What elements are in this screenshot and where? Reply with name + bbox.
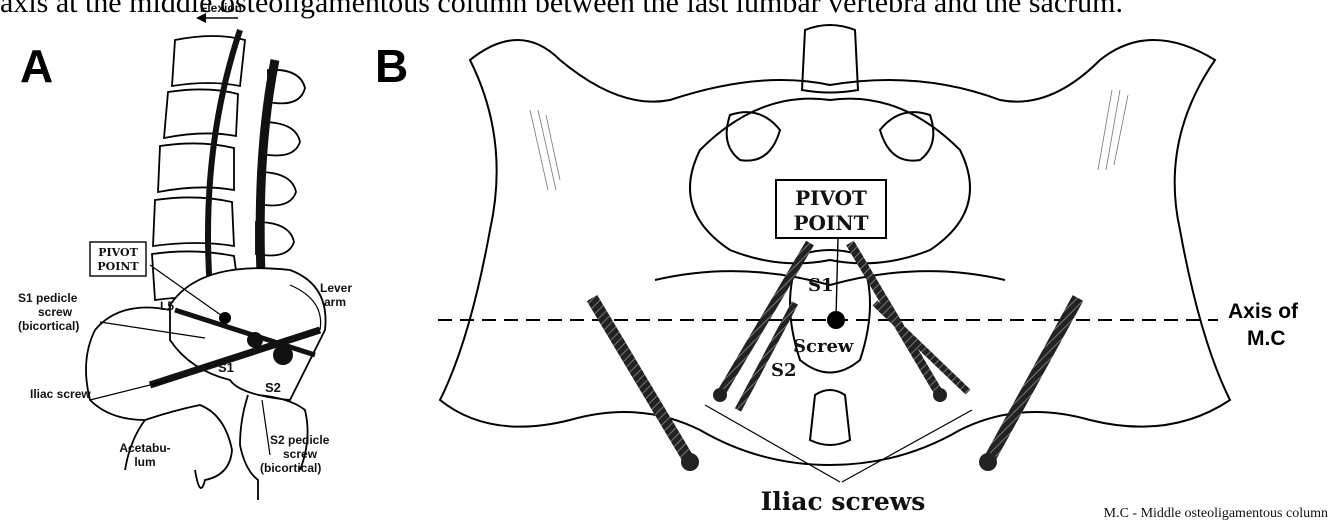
pivot-b-line1: PIVOT	[795, 186, 867, 210]
s2-pedicle-line3: (bicortical)	[260, 461, 321, 475]
pelvis-hatching	[530, 90, 1128, 190]
l5-label: L5	[160, 299, 174, 313]
iliac-screw-right	[979, 298, 1078, 471]
panel-a: A Flexion	[18, 1, 352, 500]
s1-label-a: S1	[218, 360, 234, 375]
acetabulum-line2: lum	[134, 455, 155, 469]
iliac-screw-label: Iliac screw	[30, 387, 91, 401]
acetabulum-line1: Acetabu-	[119, 441, 170, 455]
flexion-label: Flexion	[200, 1, 242, 15]
pivot-b-line2: POINT	[794, 211, 869, 235]
screw-head	[273, 345, 293, 365]
iliac-screw-left	[592, 298, 699, 471]
lever-line1: Lever	[320, 281, 352, 295]
s1-pedicle-line1: S1 pedicle	[18, 291, 78, 305]
iliac-screws-label: Iliac screws	[761, 487, 926, 516]
s1-pedicle-line2: screw	[38, 305, 73, 319]
pivot-a-line1: PIVOT	[98, 246, 138, 259]
pivot-point-dot-b	[827, 311, 845, 329]
s1-pedicle-line3: (bicortical)	[18, 319, 79, 333]
s2-screw-right	[875, 303, 968, 392]
lumbar-vertebrae	[152, 36, 245, 300]
axis-line1: Axis of	[1228, 300, 1299, 323]
footnote: M.C - Middle osteoligamentous column	[1104, 506, 1328, 520]
s2-label-b: S2	[771, 360, 797, 381]
s2-pedicle-line1: S2 pedicle	[270, 433, 330, 447]
screw-head	[247, 332, 263, 348]
screw-label: Screw	[793, 336, 854, 357]
s1-label-b: S1	[808, 275, 834, 296]
lever-line2: arm	[324, 295, 346, 309]
pivot-a-line2: POINT	[97, 260, 139, 273]
panel-b-letter: B	[375, 40, 408, 92]
s2-pedicle-line2: screw	[283, 447, 318, 461]
panel-a-letter: A	[20, 40, 53, 92]
axis-line2: M.C	[1247, 327, 1286, 350]
s2-label-a: S2	[265, 380, 281, 395]
panel-b: B	[375, 25, 1299, 516]
